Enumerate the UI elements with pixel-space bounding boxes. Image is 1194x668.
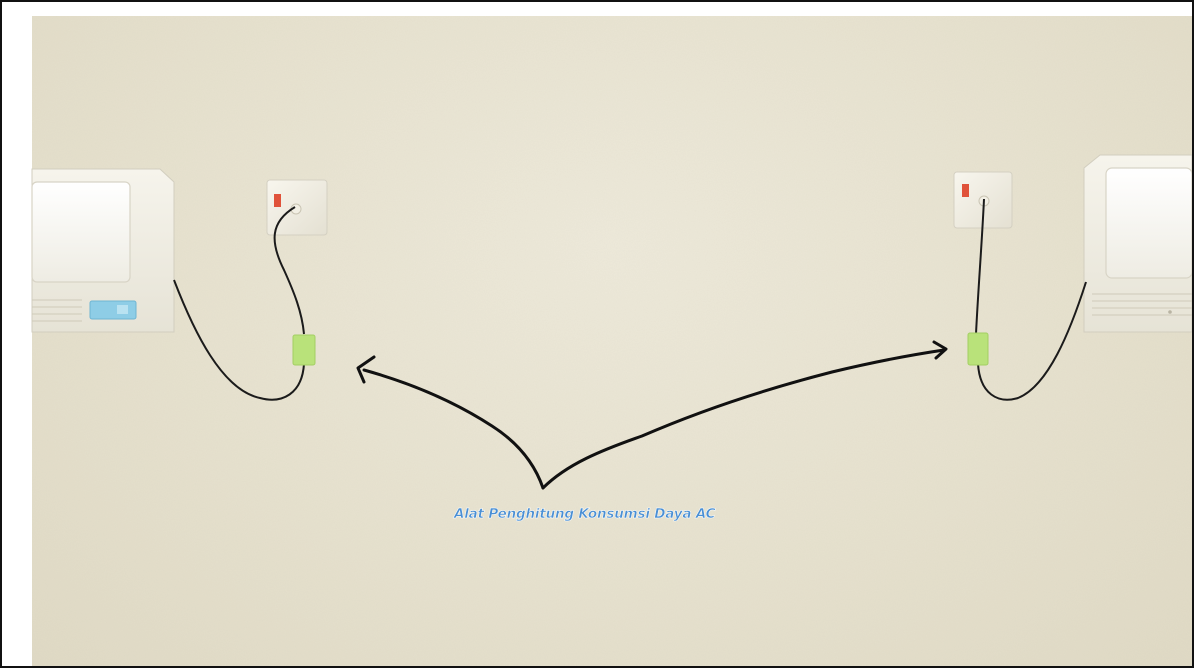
left-cable-meter-to-ac — [174, 280, 304, 400]
right-ac-unit — [1084, 155, 1192, 332]
right-arrow-line — [543, 350, 944, 488]
caption-text: Alat Penghitung Konsumsi Daya AC — [454, 506, 784, 522]
right-power-meter — [968, 333, 988, 365]
left-ac-unit — [32, 169, 174, 332]
left-power-meter — [293, 335, 315, 365]
left-ac-display-icon — [90, 301, 136, 319]
right-cable-meter-to-ac — [978, 282, 1086, 400]
annotation-arrows — [358, 342, 946, 488]
left-arrow-line — [364, 370, 543, 488]
